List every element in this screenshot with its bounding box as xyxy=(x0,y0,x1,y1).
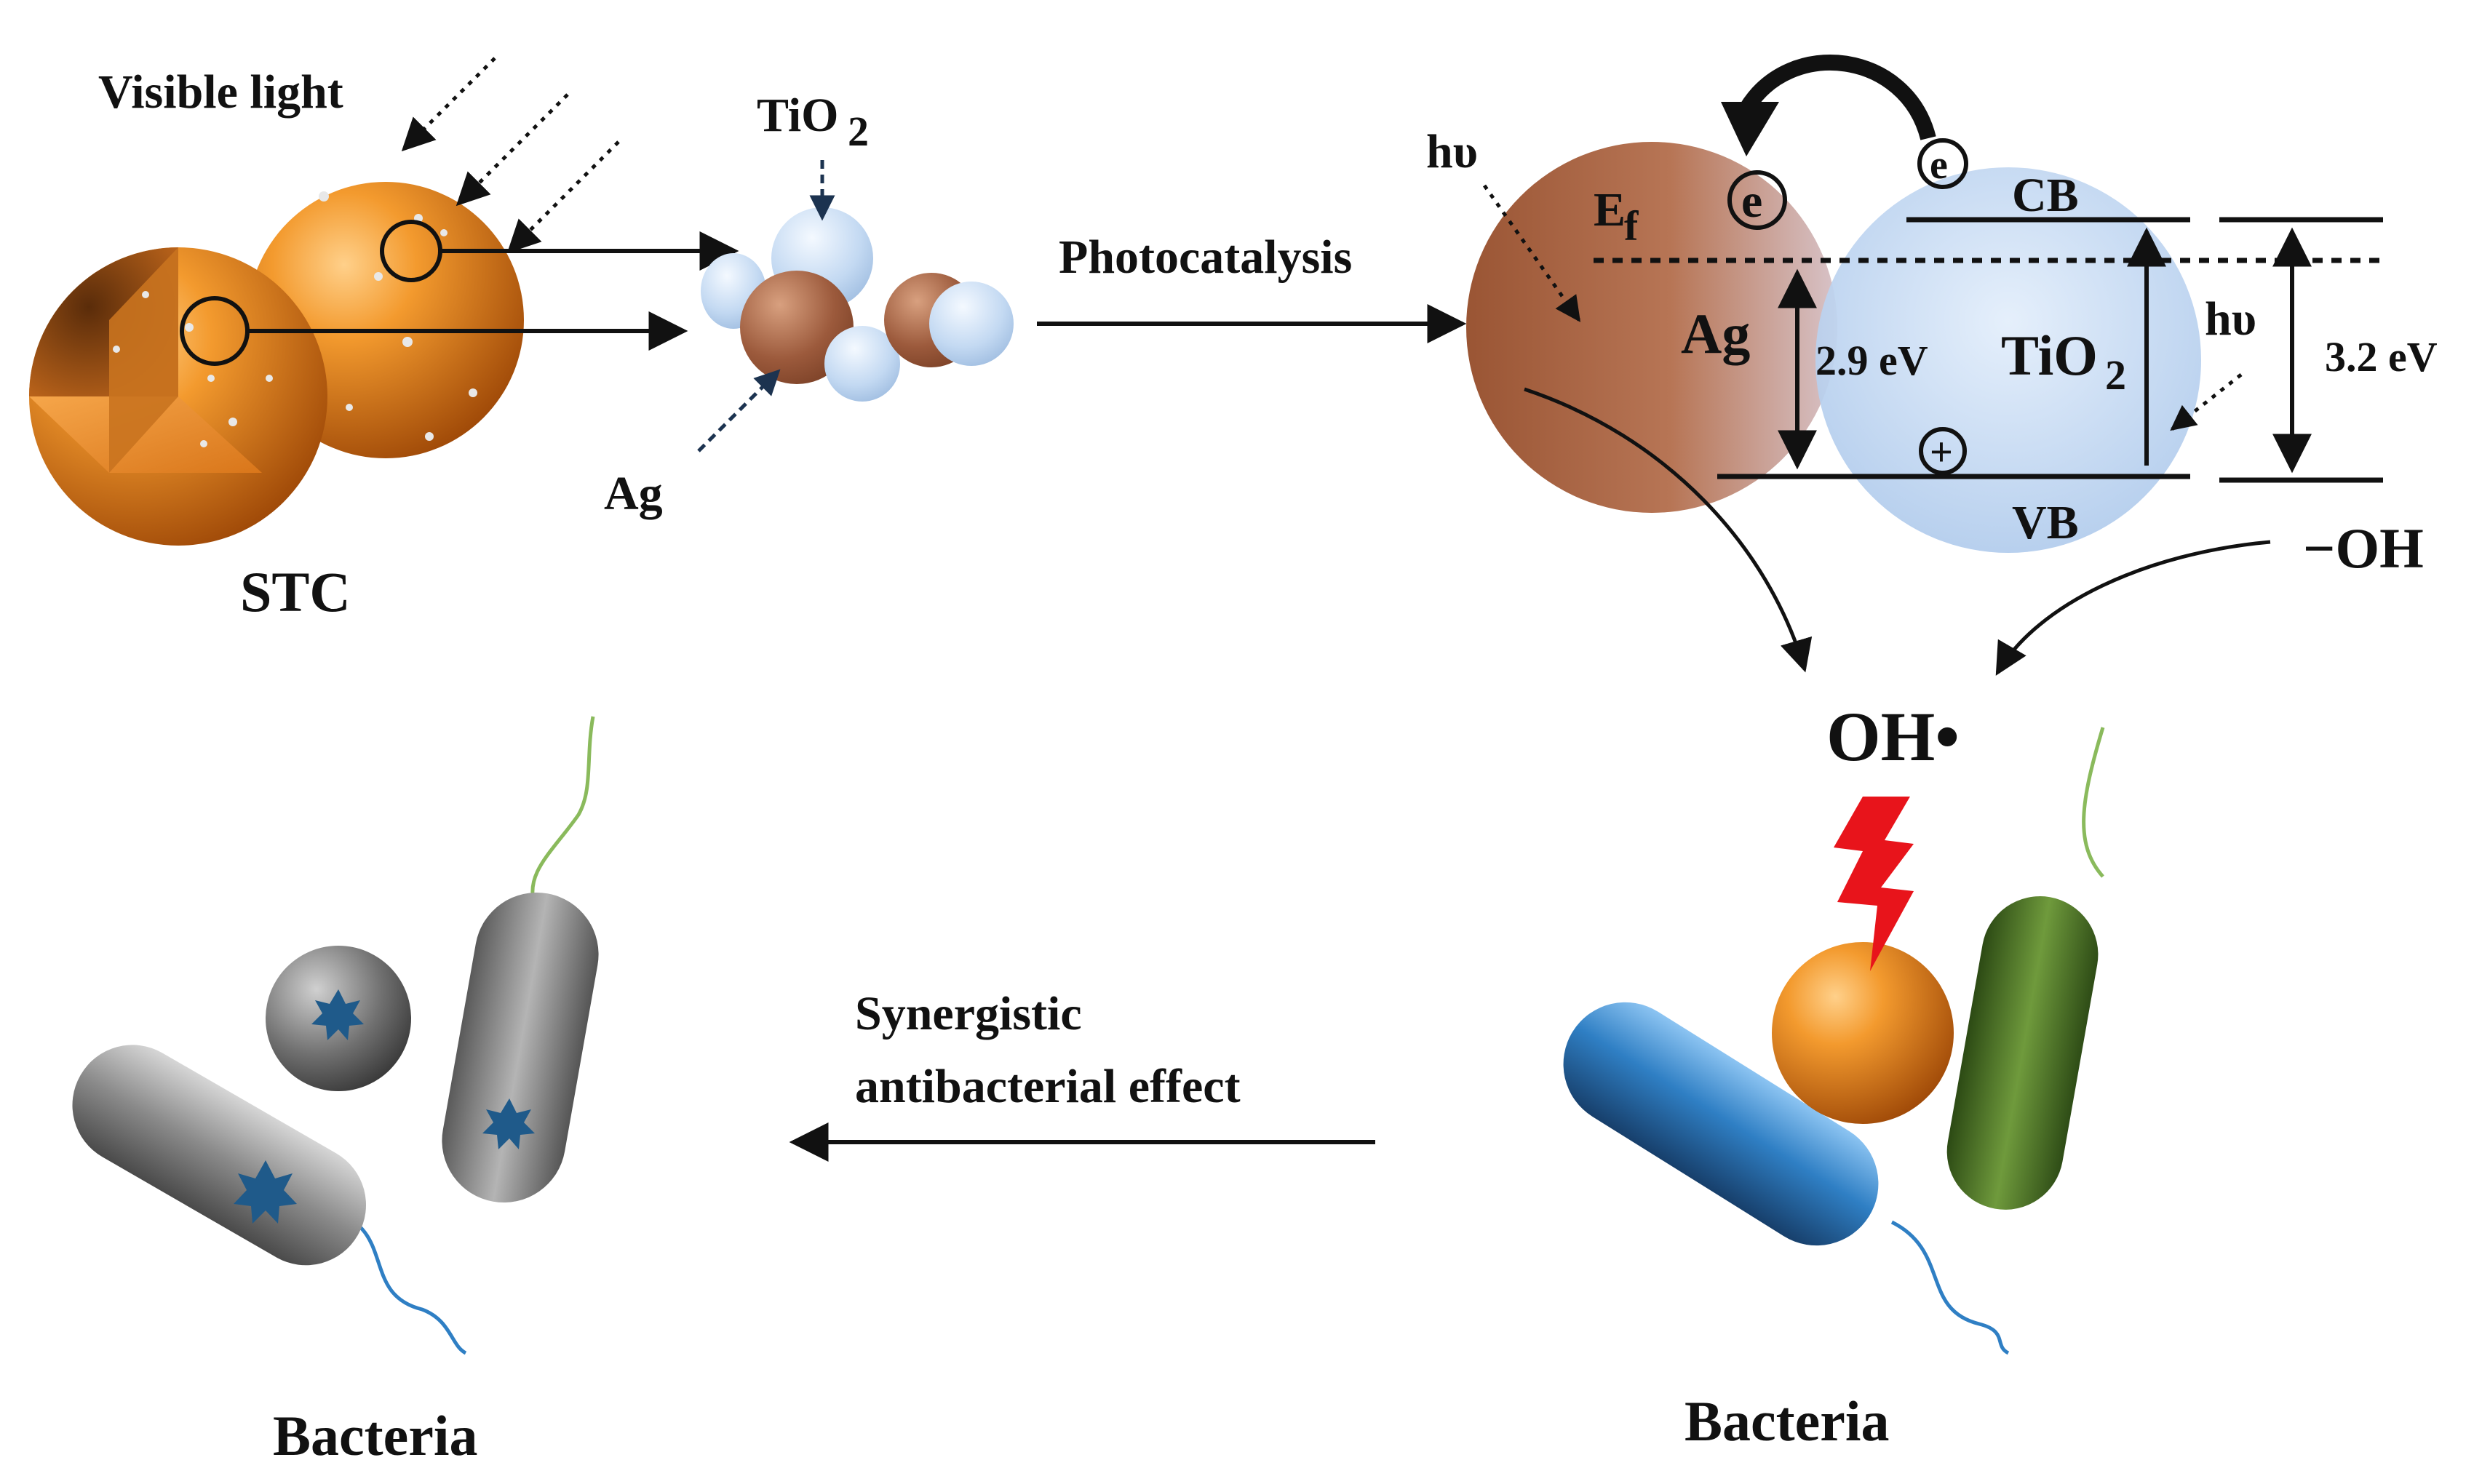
flagellum-green xyxy=(2082,727,2105,878)
tio2-gap-label: 3.2 eV xyxy=(2325,333,2438,380)
electron-tio2: e xyxy=(1917,138,1968,189)
photocatalysis-label: Photocatalysis xyxy=(1059,231,1352,284)
vb-label: VB xyxy=(2012,496,2079,549)
svg-text:e: e xyxy=(1741,175,1762,228)
hydroxyl-radical-label: OH• xyxy=(1826,698,1960,775)
dead-bacteria-group: Bacteria xyxy=(72,716,599,1467)
bacterium-blue xyxy=(1563,1002,1879,1246)
zoom-arrows xyxy=(247,231,739,351)
damage-marks xyxy=(234,989,535,1224)
ag-to-radical-arrow xyxy=(1524,387,1813,673)
bacteria-label-right: Bacteria xyxy=(1685,1389,1890,1453)
tio2-band-label: TiO xyxy=(2001,324,2098,387)
electron-transfer-arrow xyxy=(1739,54,1936,140)
svg-text:f: f xyxy=(1624,202,1639,250)
flagellum-blue xyxy=(1890,1220,2010,1355)
tio2-pointer: TiO 2 xyxy=(757,89,869,221)
band-diagram: e e + hυ E f CB VB Ag 2.9 eV TiO 2 hυ 3.… xyxy=(1426,54,2438,580)
stc-label: STC xyxy=(240,560,351,623)
ag-nanoparticle-dots xyxy=(113,191,477,447)
svg-text:2: 2 xyxy=(2105,351,2126,399)
hole-vb: + xyxy=(1919,427,1967,475)
ag-gap-label: 2.9 eV xyxy=(1815,337,1928,384)
bacterium-gray-rod xyxy=(72,1045,367,1266)
tio2-particle xyxy=(929,282,1014,366)
svg-text:2: 2 xyxy=(848,108,869,155)
live-bacteria-group: Bacteria xyxy=(1563,727,2105,1453)
ag-particle xyxy=(740,271,854,384)
svg-text:+: + xyxy=(1930,430,1953,475)
hydroxide-label: −OH xyxy=(2303,516,2424,580)
cb-label: CB xyxy=(2012,169,2079,222)
stc-particles xyxy=(29,182,524,546)
synergy-label-line1: Synergistic xyxy=(855,987,1082,1040)
svg-text:e: e xyxy=(1930,143,1948,188)
svg-text:Ag: Ag xyxy=(604,467,663,520)
bacterium-green xyxy=(1946,896,2099,1210)
visible-light-arrows xyxy=(401,57,620,254)
synergy-label-line2: antibacterial effect xyxy=(855,1060,1241,1113)
fermi-level-label: E xyxy=(1594,183,1626,236)
svg-text:TiO: TiO xyxy=(757,89,839,142)
electron-ag: e xyxy=(1727,170,1787,230)
flagellum-gray-top xyxy=(530,716,595,906)
bacteria-label-left: Bacteria xyxy=(273,1404,478,1467)
lightning-icon xyxy=(1834,797,1914,971)
visible-light-label: Visible light xyxy=(98,65,343,119)
hv-label-left: hυ xyxy=(1426,125,1478,178)
hv-label-right: hυ xyxy=(2205,292,2256,346)
ag-band-label: Ag xyxy=(1681,302,1750,365)
stc-particle-attack xyxy=(1772,942,1954,1124)
ag-tio2-composite xyxy=(701,207,1014,402)
ag-sphere-large xyxy=(1466,142,1837,513)
flagellum-gray-bottom xyxy=(341,1213,467,1355)
bacterium-gray-vertical xyxy=(442,892,599,1203)
hydroxide-to-radical-arrow xyxy=(1995,540,2271,676)
ag-pointer: Ag xyxy=(604,369,781,520)
tio2-sphere-large xyxy=(1815,167,2201,553)
hv-arrow-tio2 xyxy=(2170,373,2243,431)
stc-cutaway-sphere xyxy=(29,247,327,546)
